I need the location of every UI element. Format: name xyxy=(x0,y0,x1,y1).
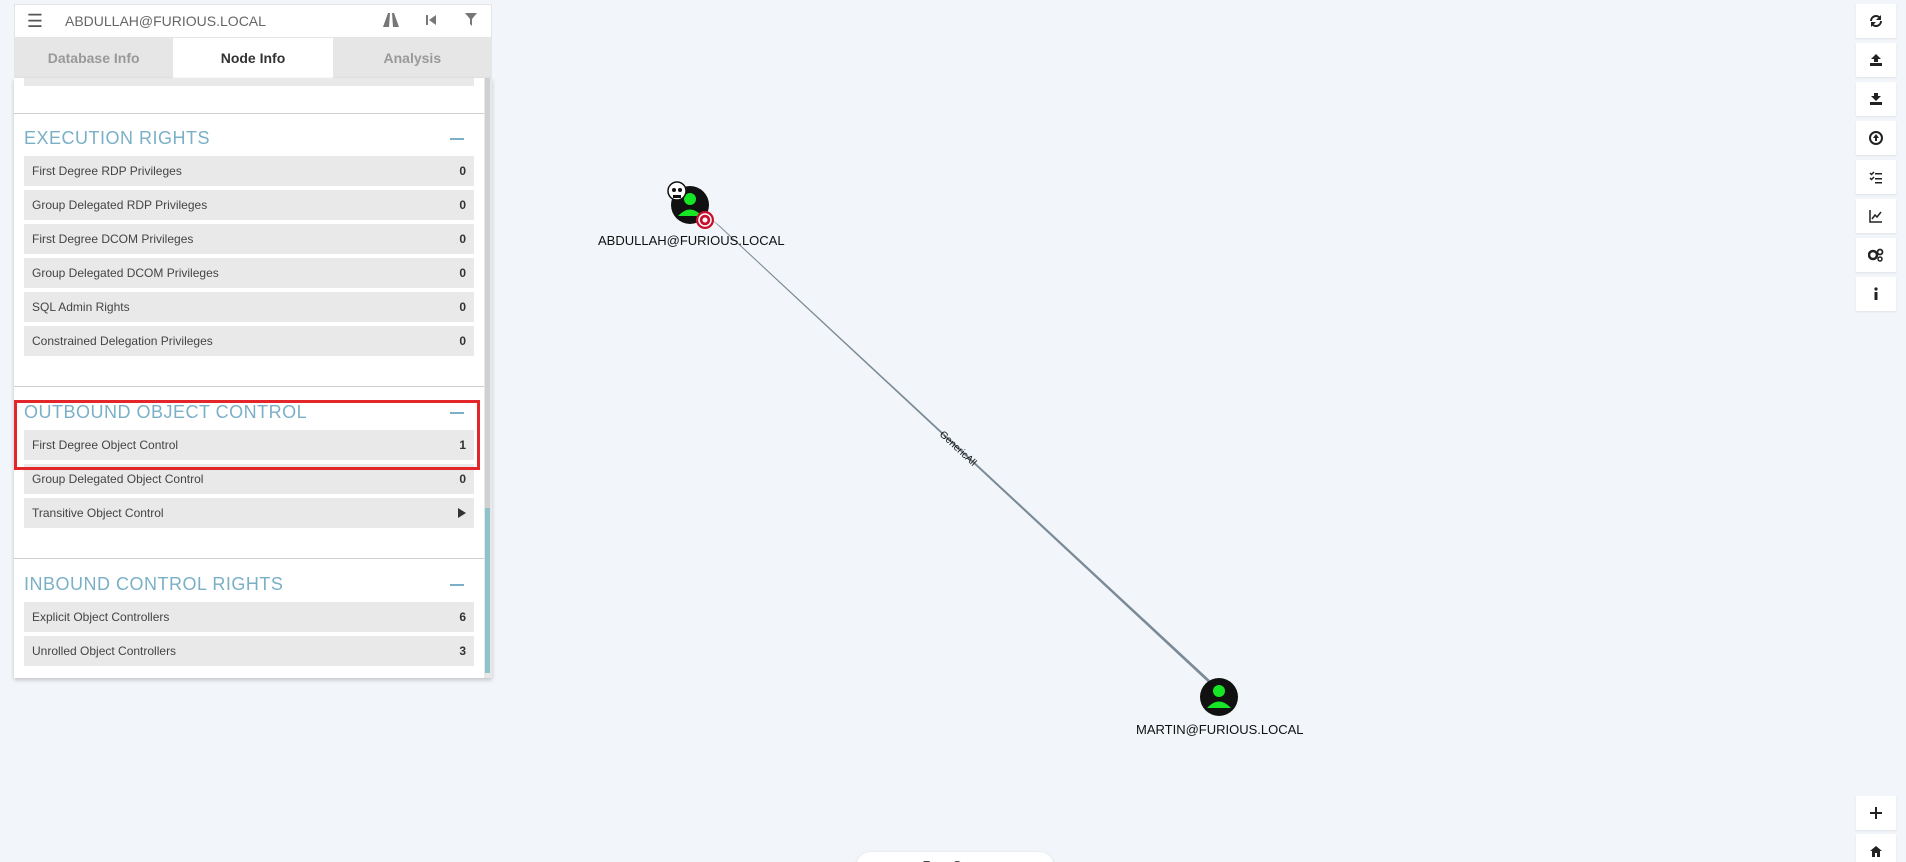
upload-circle-icon[interactable] xyxy=(1856,121,1896,155)
zoom-in-icon[interactable] xyxy=(1856,796,1896,830)
section-title-outbound: OUTBOUND OBJECT CONTROL xyxy=(24,402,308,422)
checklist-icon[interactable] xyxy=(1856,160,1896,194)
divider xyxy=(14,386,486,387)
line-chart-icon[interactable] xyxy=(1856,199,1896,233)
settings-icon[interactable] xyxy=(1856,238,1896,272)
tab-database-info[interactable]: Database Info xyxy=(14,38,174,78)
scrollbar-thumb[interactable] xyxy=(485,78,490,508)
upload-icon[interactable] xyxy=(1856,43,1896,77)
node-info-content: EXECUTION RIGHTS First Degree RDP Privil… xyxy=(14,78,492,678)
tab-analysis[interactable]: Analysis xyxy=(332,38,492,78)
step-back-icon[interactable] xyxy=(411,13,451,29)
search-bar: ☰ ABDULLAH@FURIOUS.LOCAL xyxy=(14,4,492,38)
edge-genericall[interactable] xyxy=(710,218,1214,686)
scrollbar[interactable] xyxy=(484,78,492,678)
expand-arrow-icon[interactable] xyxy=(458,508,466,518)
divider xyxy=(14,113,486,114)
collapse-icon[interactable] xyxy=(450,138,464,140)
home-icon[interactable] xyxy=(1856,834,1896,862)
source-node-label: ABDULLAH@FURIOUS.LOCAL xyxy=(598,233,785,248)
info-icon[interactable] xyxy=(1856,277,1896,311)
highlight-box xyxy=(14,400,480,470)
target-node[interactable] xyxy=(1200,678,1238,716)
refresh-icon[interactable] xyxy=(1856,4,1896,38)
search-input[interactable]: ABDULLAH@FURIOUS.LOCAL xyxy=(65,13,266,29)
source-node[interactable] xyxy=(667,181,714,229)
raw-query-button[interactable]: Raw Query xyxy=(856,852,1054,862)
list-item xyxy=(24,78,474,88)
tab-bar: Database Info Node Info Analysis xyxy=(14,38,492,78)
hamburger-icon[interactable]: ☰ xyxy=(26,10,44,31)
road-icon[interactable] xyxy=(371,12,411,30)
edge-label: GenericAll xyxy=(937,429,978,469)
section-title-execution: EXECUTION RIGHTS xyxy=(24,128,211,148)
list-item[interactable]: Transitive Object Control xyxy=(24,498,474,530)
target-node-label: MARTIN@FURIOUS.LOCAL xyxy=(1136,722,1304,737)
filter-icon[interactable] xyxy=(451,13,491,29)
section-title-inbound: INBOUND CONTROL RIGHTS xyxy=(24,574,284,594)
tab-node-info[interactable]: Node Info xyxy=(173,38,333,78)
target-icon xyxy=(696,211,714,229)
scrollbar-track-accent xyxy=(485,508,490,673)
left-panel: ☰ ABDULLAH@FURIOUS.LOCAL Database Info N… xyxy=(14,4,492,678)
skull-icon xyxy=(667,181,687,201)
collapse-icon[interactable] xyxy=(450,584,464,586)
divider xyxy=(14,558,486,559)
download-icon[interactable] xyxy=(1856,82,1896,116)
collapse-icon[interactable] xyxy=(450,412,464,414)
